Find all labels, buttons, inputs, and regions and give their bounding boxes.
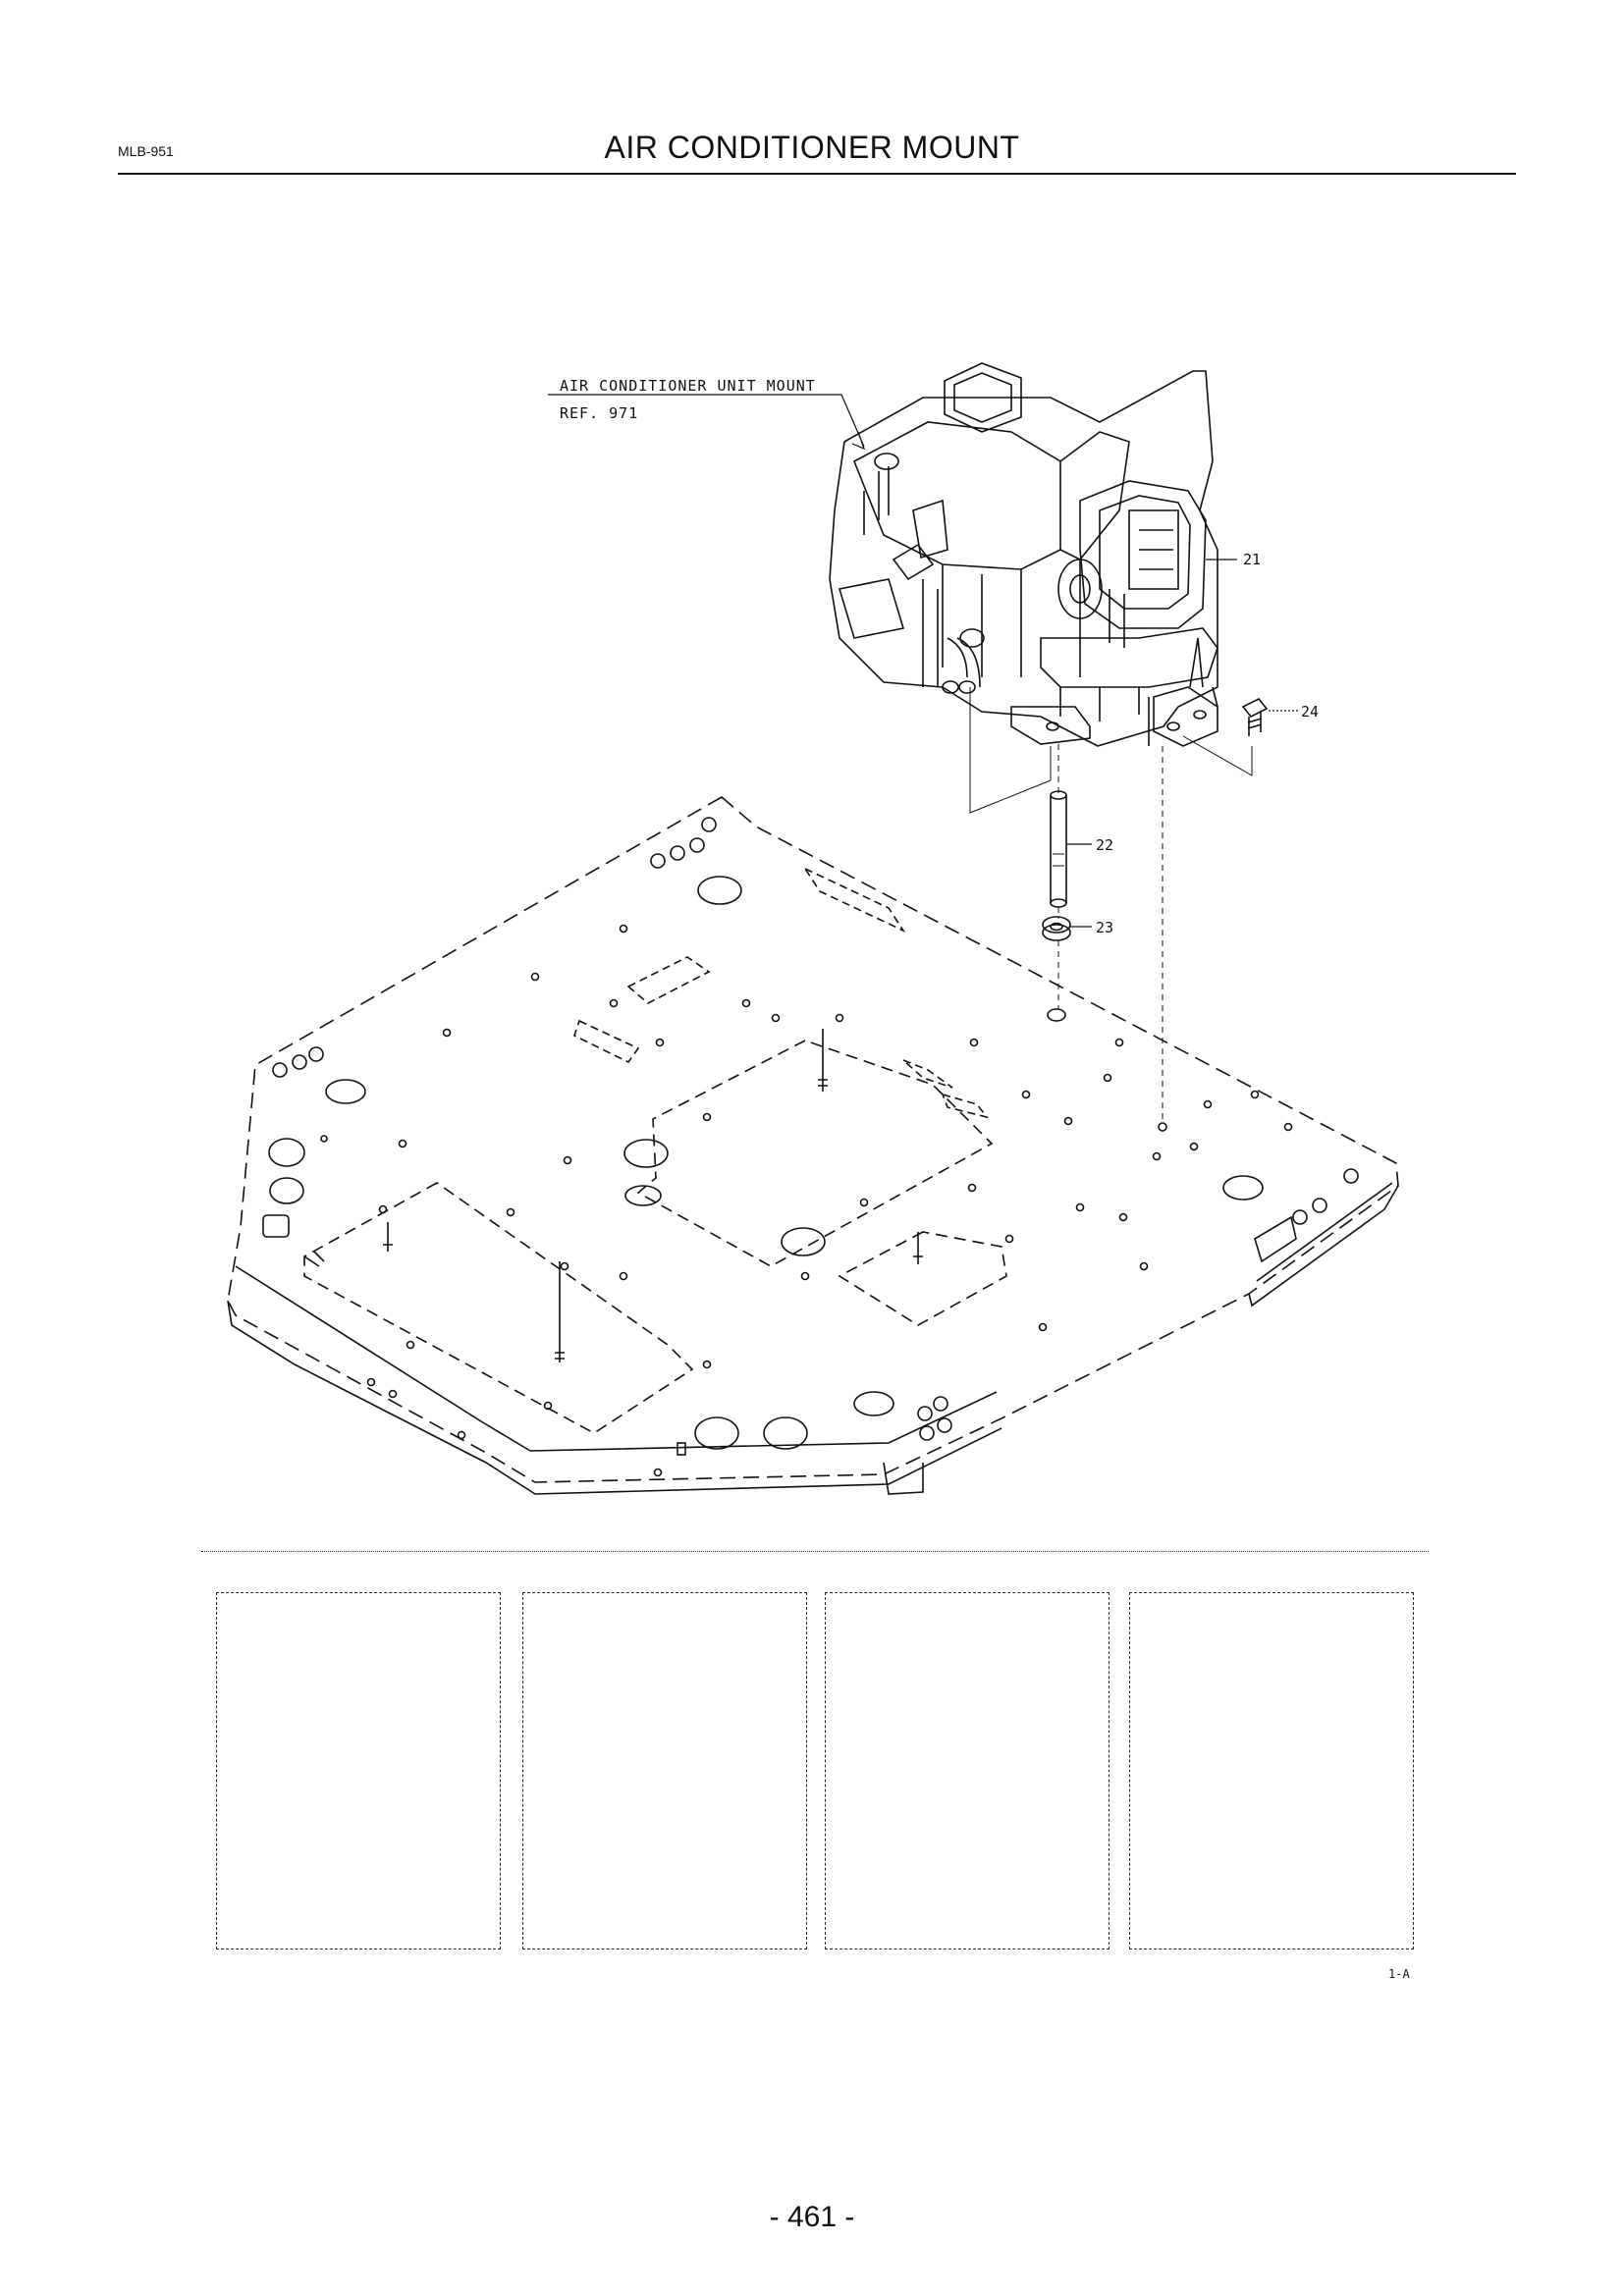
part-22-spacer	[1050, 790, 1067, 908]
doc-code: MLB-951	[118, 143, 174, 159]
note-box-3	[825, 1592, 1110, 1949]
part-ref-24: 24	[1301, 703, 1319, 721]
note-box-1	[216, 1592, 501, 1949]
part-23-grommet	[1042, 916, 1071, 941]
note-box-2	[522, 1592, 807, 1949]
page-number: - 461 -	[769, 2201, 855, 2233]
floor-plate	[227, 796, 1399, 1495]
part-ref-22: 22	[1096, 836, 1113, 854]
header-divider	[118, 173, 1516, 175]
air-conditioner-unit	[829, 362, 1218, 747]
leader-lines	[548, 394, 1298, 928]
exploded-parts-diagram: AIR CONDITIONER UNIT MOUNT REF. 971 21 2…	[227, 362, 1399, 1495]
callout-ref-title: AIR CONDITIONER UNIT MOUNT	[560, 377, 816, 395]
note-box-4	[1129, 1592, 1414, 1949]
part-24-bolt	[1241, 697, 1269, 736]
figure-id: 1-A	[1388, 1967, 1410, 1981]
section-divider	[201, 1551, 1429, 1552]
callout-ref-number: REF. 971	[560, 404, 638, 422]
assembly-lines	[969, 687, 1253, 1121]
part-ref-23: 23	[1096, 919, 1113, 936]
part-ref-21: 21	[1243, 551, 1261, 568]
page-title: AIR CONDITIONER MOUNT	[604, 130, 1020, 165]
